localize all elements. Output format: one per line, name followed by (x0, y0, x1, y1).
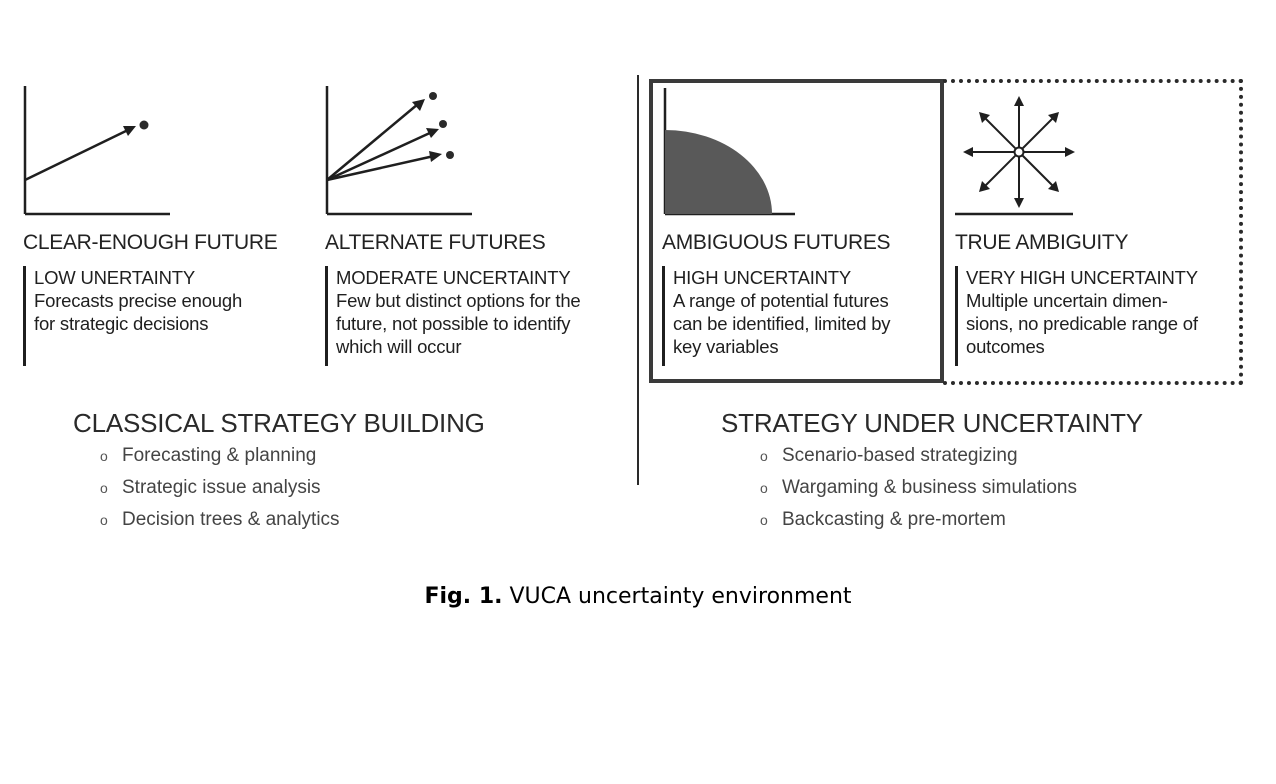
list-item: o Forecasting & planning (100, 440, 340, 472)
list-item-label: Forecasting & planning (122, 445, 317, 466)
list-item-label: Wargaming & business simulations (782, 477, 1077, 498)
bullet-icon: o (100, 512, 108, 528)
quarter-circle-chart-icon (663, 88, 795, 216)
bullet-icon: o (760, 512, 768, 528)
list-item: o Strategic issue analysis (100, 472, 340, 504)
uncertainty-level: MODERATE UNCERTAINTY (336, 267, 571, 288)
list-item: o Wargaming & business simulations (760, 472, 1077, 504)
list-item-label: Decision trees & analytics (122, 509, 340, 530)
description-line: key variables (673, 336, 779, 357)
uncertainty-strategy-heading: STRATEGY UNDER UNCERTAINTY (721, 408, 1143, 438)
classical-strategy-heading: CLASSICAL STRATEGY BUILDING (73, 408, 485, 438)
list-item-label: Strategic issue analysis (122, 477, 321, 498)
three-arrows-chart-icon (325, 86, 472, 216)
quadrant-title: TRUE AMBIGUITY (955, 231, 1129, 254)
quadrant-description: VERY HIGH UNCERTAINTY Multiple uncertain… (955, 266, 1198, 366)
description-line: Multiple uncertain dimen- (966, 290, 1168, 311)
quadrant-description: HIGH UNCERTAINTY A range of potential fu… (662, 266, 891, 366)
description-line: Forecasts precise enough (34, 290, 243, 311)
description-line: outcomes (966, 336, 1045, 357)
uncertainty-level: VERY HIGH UNCERTAINTY (966, 267, 1198, 288)
description-line: for strategic decisions (34, 313, 209, 334)
uncertainty-level: HIGH UNCERTAINTY (673, 267, 852, 288)
list-item-label: Scenario-based strategizing (782, 445, 1018, 466)
description-line: Few but distinct options for the (336, 290, 581, 311)
uncertainty-level: LOW UNERTAINTY (34, 267, 195, 288)
bullet-icon: o (760, 480, 768, 496)
description-line: A range of potential futures (673, 290, 889, 311)
quadrant-title: ALTERNATE FUTURES (325, 231, 546, 254)
quadrant-description: MODERATE UNCERTAINTY Few but distinct op… (325, 266, 581, 366)
description-line: which will occur (336, 336, 462, 357)
description-line: can be identified, limited by (673, 313, 891, 334)
description-line: future, not possible to identify (336, 313, 571, 334)
figure-caption: Fig. 1. VUCA uncertainty environment (0, 584, 1276, 609)
true-ambiguity-frame (943, 79, 1243, 385)
list-item-label: Backcasting & pre-mortem (782, 509, 1006, 530)
description-line: sions, no predicable range of (966, 313, 1198, 334)
bullet-icon: o (760, 448, 768, 464)
list-item: o Decision trees & analytics (100, 504, 340, 536)
section-divider (637, 75, 639, 485)
bullet-icon: o (100, 480, 108, 496)
list-item: o Backcasting & pre-mortem (760, 504, 1077, 536)
figure-label: Fig. 1. (424, 584, 503, 609)
single-arrow-chart-icon (23, 86, 170, 216)
quadrant-description: LOW UNERTAINTY Forecasts precise enough … (23, 266, 242, 366)
bullet-icon: o (100, 448, 108, 464)
quadrant-title: CLEAR-ENOUGH FUTURE (23, 231, 278, 254)
caption-text: VUCA uncertainty environment (502, 584, 852, 609)
quadrant-title: AMBIGUOUS FUTURES (662, 231, 891, 254)
radiating-arrows-icon (955, 96, 1075, 216)
list-item: o Scenario-based strategizing (760, 440, 1077, 472)
ambiguous-futures-frame (649, 79, 944, 383)
